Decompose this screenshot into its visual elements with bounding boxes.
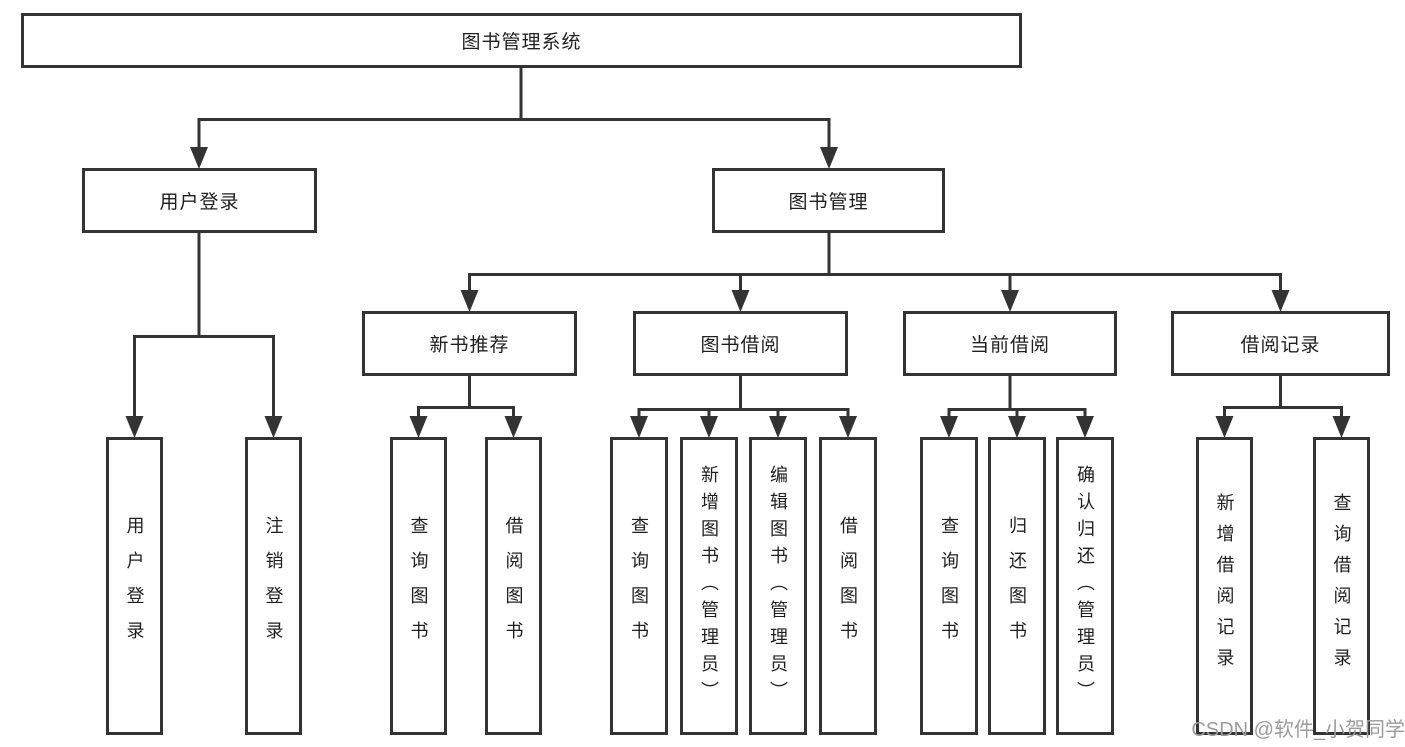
arrowhead-icon — [820, 147, 838, 169]
node-new-book-recommendation-label: 新书推荐 — [429, 335, 510, 356]
arrowhead-icon — [1215, 416, 1234, 438]
leaf-edit-book-admin: 编辑图书（管理员） — [749, 437, 807, 735]
node-borrowing-records: 借阅记录 — [1171, 311, 1390, 376]
arrowhead-icon — [460, 290, 479, 312]
leaf-query-borrow-record: 查询借阅记录 — [1313, 437, 1370, 735]
arrowhead-icon — [630, 416, 648, 438]
leaf-add-book-admin-label: 新增图书（管理员） — [699, 464, 719, 708]
leaf-query-books-recommend: 查询图书 — [390, 437, 447, 735]
node-root: 图书管理系统 — [21, 13, 1022, 68]
arrowhead-icon — [731, 290, 750, 312]
leaf-query-books-current: 查询图书 — [920, 437, 978, 735]
watermark-text: CSDN @软件_小贺同学 — [1191, 719, 1405, 741]
leaf-user-login: 用户登录 — [106, 437, 163, 735]
leaf-query-books-recommend-label: 查询图书 — [408, 516, 429, 656]
leaf-confirm-return-admin: 确认归还（管理员） — [1056, 437, 1114, 735]
arrowhead-icon — [1076, 416, 1094, 438]
node-book-management: 图书管理 — [712, 168, 945, 233]
leaf-edit-book-admin-label: 编辑图书（管理员） — [768, 464, 788, 708]
node-user-login: 用户登录 — [82, 168, 317, 233]
leaf-query-books-current-label: 查询图书 — [939, 516, 959, 656]
node-current-borrowing: 当前借阅 — [903, 311, 1117, 376]
node-borrowing-records-label: 借阅记录 — [1240, 335, 1321, 356]
node-user-login-label: 用户登录 — [159, 192, 240, 213]
node-book-borrowing-label: 图书借阅 — [700, 335, 781, 356]
node-root-label: 图书管理系统 — [461, 32, 582, 53]
arrowhead-icon — [940, 416, 958, 438]
node-new-book-recommendation: 新书推荐 — [362, 311, 577, 376]
leaf-borrow-books: 借阅图书 — [819, 437, 877, 735]
leaf-query-books-borrow-label: 查询图书 — [629, 516, 649, 656]
arrowhead-icon — [1271, 290, 1290, 312]
arrowhead-icon — [1001, 290, 1019, 312]
arrowhead-icon — [409, 416, 428, 438]
leaf-return-books: 归还图书 — [988, 437, 1046, 735]
arrowhead-icon — [769, 416, 787, 438]
leaf-query-borrow-record-label: 查询借阅记录 — [1331, 493, 1352, 679]
leaf-borrow-books-label: 借阅图书 — [838, 516, 858, 656]
leaf-borrow-books-recommend: 借阅图书 — [485, 437, 542, 735]
node-book-management-label: 图书管理 — [788, 192, 869, 213]
leaf-query-books-borrow: 查询图书 — [610, 437, 668, 735]
leaf-add-borrow-record-label: 新增借阅记录 — [1214, 493, 1235, 679]
leaf-confirm-return-admin-label: 确认归还（管理员） — [1075, 464, 1095, 708]
leaf-logout: 注销登录 — [245, 437, 302, 735]
leaf-add-book-admin: 新增图书（管理员） — [680, 437, 738, 735]
leaf-user-login-label: 用户登录 — [124, 516, 145, 656]
arrowhead-icon — [1008, 416, 1026, 438]
leaf-add-borrow-record: 新增借阅记录 — [1196, 437, 1253, 735]
arrowhead-icon — [700, 416, 718, 438]
arrowhead-icon — [190, 147, 208, 169]
leaf-borrow-books-recommend-label: 借阅图书 — [503, 516, 524, 656]
leaf-logout-label: 注销登录 — [263, 516, 284, 656]
node-current-borrowing-label: 当前借阅 — [969, 335, 1050, 356]
arrowhead-icon — [125, 416, 144, 438]
arrowhead-icon — [839, 416, 857, 438]
leaf-return-books-label: 归还图书 — [1007, 516, 1027, 656]
arrowhead-icon — [1332, 416, 1351, 438]
arrowhead-icon — [264, 416, 283, 438]
node-book-borrowing: 图书借阅 — [633, 311, 848, 376]
arrowhead-icon — [504, 416, 523, 438]
